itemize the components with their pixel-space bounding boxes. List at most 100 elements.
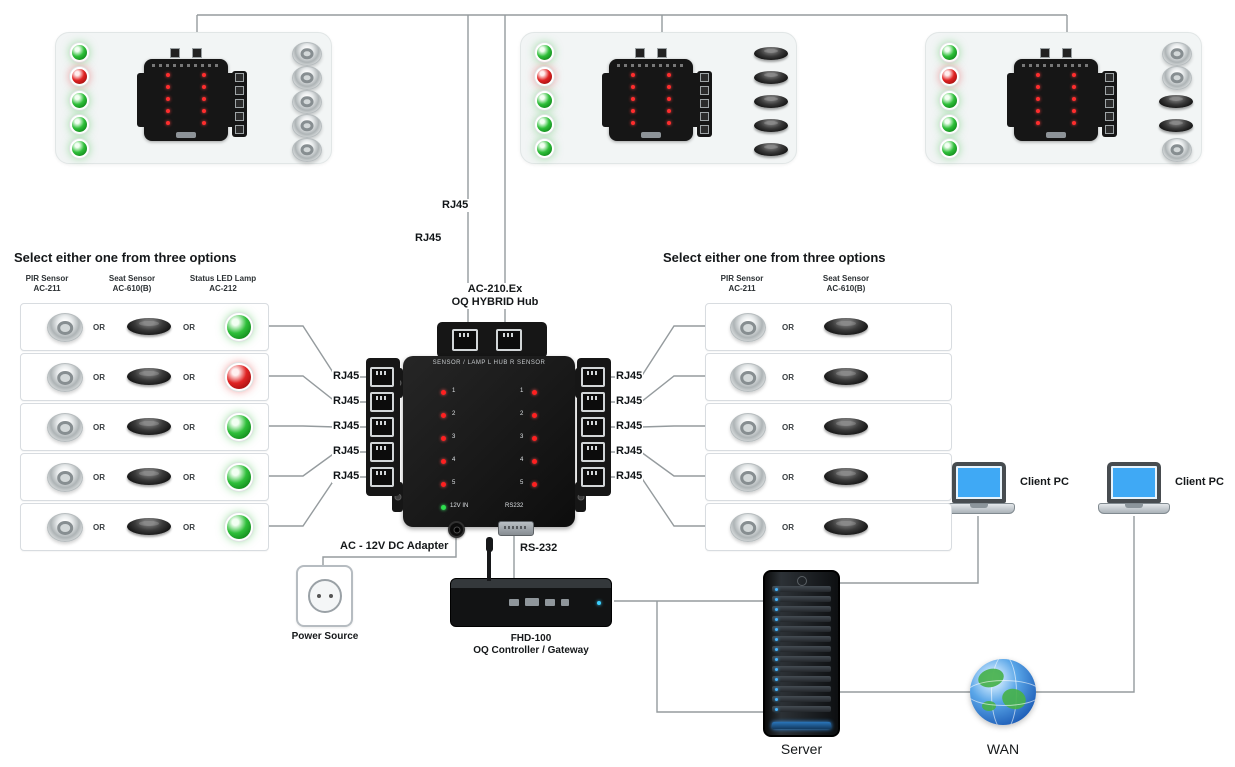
- seat-sensor: [754, 119, 788, 132]
- or-label: OR: [782, 523, 794, 532]
- led-indicator: [441, 390, 446, 395]
- pir-sensor: [730, 313, 766, 342]
- led-indicator: [631, 73, 635, 77]
- led-indicator: [631, 121, 635, 125]
- status-led-lamp: [227, 465, 251, 489]
- led-indicator: [166, 73, 170, 77]
- adapter-label: AC - 12V DC Adapter: [340, 540, 449, 552]
- option-row: OR: [705, 353, 952, 401]
- laptop-base: [1098, 503, 1170, 514]
- fhd-100-gateway: [450, 537, 612, 627]
- led-indicator: [202, 109, 206, 113]
- rj45-port: [581, 442, 605, 462]
- or-label: OR: [93, 323, 105, 332]
- port-number: 2: [520, 411, 524, 417]
- seat-sensor: [127, 518, 171, 535]
- or-label: OR: [183, 523, 195, 532]
- seat-sensor: [127, 468, 171, 485]
- led-indicator: [532, 459, 537, 464]
- rs232-label: RS-232: [520, 542, 558, 554]
- led-indicator: [1072, 73, 1076, 77]
- rj45-port: [370, 442, 394, 462]
- status-led: [72, 117, 87, 132]
- rj45-port: [170, 48, 180, 58]
- hub-label-strip: [617, 64, 685, 67]
- header-line: AC-211: [728, 284, 756, 293]
- server-slot: [772, 596, 831, 602]
- option-row: OR: [705, 453, 952, 501]
- hub-label: AC-210.Ex OQ HYBRID Hub: [425, 283, 565, 309]
- rj45-port: [700, 99, 709, 108]
- server-tower: [763, 570, 840, 737]
- header-line: AC-610(B): [112, 284, 152, 293]
- header-line: Seat Sensor: [822, 274, 870, 283]
- led-indicator: [667, 109, 671, 113]
- wire: [840, 516, 979, 584]
- led-indicator: [532, 482, 537, 487]
- pir-sensor: [730, 413, 766, 442]
- io-port: [545, 599, 555, 606]
- or-label: OR: [93, 423, 105, 432]
- rj45-label: RJ45: [332, 420, 361, 433]
- or-label: OR: [183, 323, 195, 332]
- sensor-port-strip: [1102, 71, 1117, 137]
- status-led-lamp: [227, 415, 251, 439]
- status-led: [537, 93, 552, 108]
- wire: [611, 476, 705, 527]
- status-led: [942, 69, 957, 84]
- seat-sensor: [824, 368, 868, 385]
- pir-sensor: [730, 363, 766, 392]
- mounting-tab: [392, 482, 403, 512]
- power-label: 12V IN: [450, 503, 469, 509]
- server-slot: [772, 586, 831, 592]
- led-indicator: [532, 413, 537, 418]
- led-indicator: [441, 482, 446, 487]
- header-pir-sensor: PIR Sensor AC-211: [708, 274, 776, 294]
- pir-sensor: [1162, 138, 1192, 162]
- led-indicator: [166, 109, 170, 113]
- rj45-port: [700, 73, 709, 82]
- port-number: 4: [520, 457, 524, 463]
- wire: [656, 601, 763, 713]
- hub-model: AC-210.Ex: [467, 283, 523, 295]
- port-number: 5: [452, 480, 456, 486]
- server-slot: [772, 666, 831, 672]
- status-led: [942, 141, 957, 156]
- status-led-lamp: [227, 365, 251, 389]
- server-label: Server: [780, 741, 823, 757]
- continent: [976, 665, 1006, 691]
- rj45-port: [235, 112, 244, 121]
- rj45-label: RJ45: [332, 395, 361, 408]
- seat-sensor: [127, 418, 171, 435]
- io-port: [525, 598, 539, 606]
- pir-sensor: [1162, 66, 1192, 90]
- header-line: AC-212: [209, 284, 237, 293]
- power-led: [441, 505, 446, 510]
- or-label: OR: [782, 373, 794, 382]
- led-indicator: [1072, 109, 1076, 113]
- port-number: 1: [520, 388, 524, 394]
- seat-sensor: [127, 368, 171, 385]
- continent: [982, 701, 996, 711]
- hub-uplink-ports: [1040, 48, 1072, 58]
- led-indicator: [441, 459, 446, 464]
- header-line: AC-211: [33, 284, 61, 293]
- rj45-port: [700, 112, 709, 121]
- antenna-icon: [485, 537, 493, 581]
- option-row: OR: [705, 503, 952, 551]
- rj45-port: [1105, 86, 1114, 95]
- room-hub: [137, 59, 235, 141]
- power-source: [296, 565, 353, 627]
- right-options-title: Select either one from three options: [663, 250, 886, 265]
- rj45-label: RJ45: [615, 395, 644, 408]
- oq-hybrid-hub: [403, 356, 575, 527]
- socket-icon: [307, 579, 342, 613]
- pir-sensor: [730, 513, 766, 542]
- led-indicator: [166, 121, 170, 125]
- rj45-port: [370, 392, 394, 412]
- led-indicator: [631, 97, 635, 101]
- server-slot: [772, 626, 831, 632]
- pir-sensor: [292, 66, 322, 90]
- power-source-label: Power Source: [291, 631, 359, 642]
